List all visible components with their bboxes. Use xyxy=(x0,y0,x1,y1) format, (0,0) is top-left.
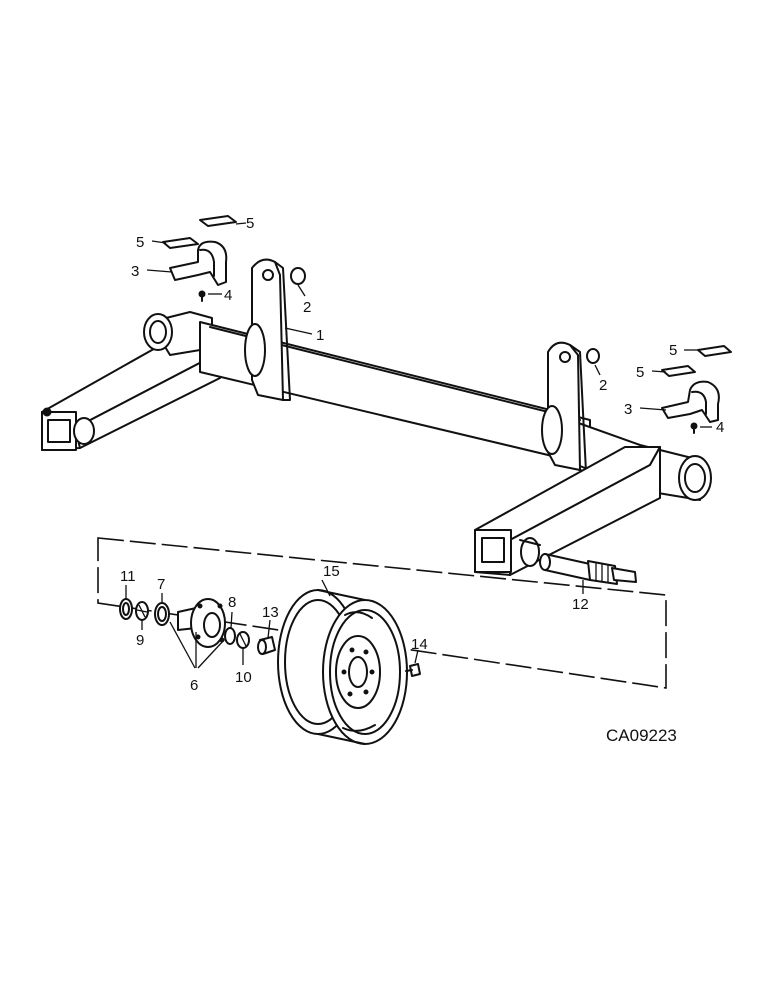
callout-2b: 2 xyxy=(599,377,607,394)
left-arm xyxy=(41,311,221,451)
callout-labels: 5 5 3 4 2 1 5 5 2 3 4 15 11 7 8 13 12 9 … xyxy=(120,215,724,694)
callout-3b: 3 xyxy=(624,401,632,418)
callout-11: 11 xyxy=(120,568,136,585)
callout-3a: 3 xyxy=(131,263,139,280)
callout-12: 12 xyxy=(572,596,589,613)
callout-5d: 5 xyxy=(636,364,644,381)
right-mount-plate xyxy=(541,341,587,473)
callout-6: 6 xyxy=(190,677,198,694)
callout-1: 1 xyxy=(316,327,324,344)
spindle xyxy=(539,553,637,585)
left-hardware xyxy=(162,215,306,302)
callout-7: 7 xyxy=(157,576,165,593)
leader-lines xyxy=(125,222,712,669)
hub-assembly xyxy=(119,598,276,655)
callout-5b: 5 xyxy=(136,234,144,251)
callout-14: 14 xyxy=(411,636,428,653)
callout-10: 10 xyxy=(235,669,252,686)
wheel xyxy=(277,589,421,745)
callout-15: 15 xyxy=(323,563,340,580)
right-arm xyxy=(474,446,661,576)
callout-8: 8 xyxy=(228,594,236,611)
callout-13: 13 xyxy=(262,604,279,621)
left-mount-plate xyxy=(244,258,291,401)
callout-5c: 5 xyxy=(669,342,677,359)
explode-outline xyxy=(97,537,667,689)
right-hardware xyxy=(586,345,732,434)
callout-4a: 4 xyxy=(224,287,232,304)
callout-5a: 5 xyxy=(246,215,254,232)
callout-9: 9 xyxy=(136,632,144,649)
callout-4b: 4 xyxy=(716,419,724,436)
figure-code: CA09223 xyxy=(606,726,677,745)
callout-2a: 2 xyxy=(303,299,311,316)
